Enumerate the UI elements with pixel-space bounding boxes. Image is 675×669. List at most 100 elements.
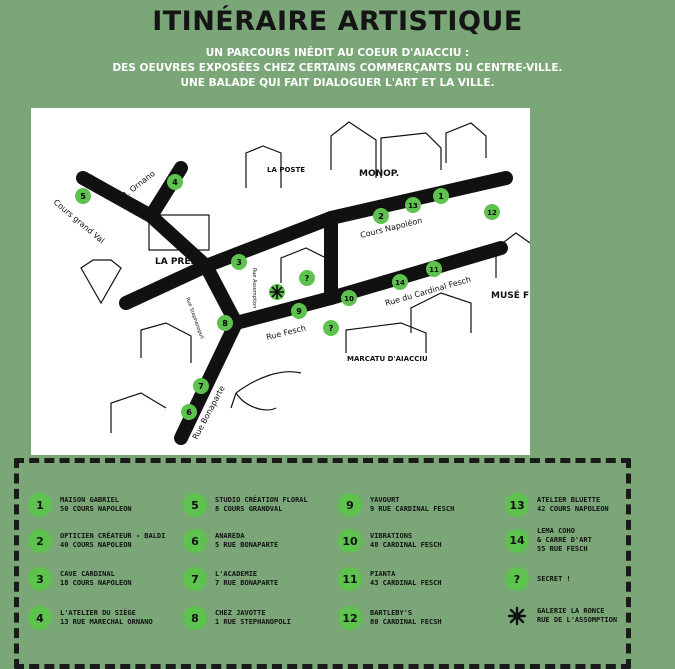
- marker-7[interactable]: 7: [193, 378, 209, 394]
- subtitle-line-1: UN PARCOURS INÉDIT AU COEUR D'AIACCIU :: [205, 47, 470, 59]
- building-row-2: [445, 122, 487, 163]
- building-row: [380, 132, 442, 178]
- svg-text:13: 13: [408, 202, 418, 210]
- legend-name: BARTLEBY'S: [370, 609, 413, 617]
- landmark-la-pref: LA PREF: [155, 257, 197, 267]
- legend-number: 1: [28, 493, 52, 517]
- legend-name: GALERIE LA RONCE: [537, 607, 605, 615]
- legend-frame: [14, 458, 631, 669]
- marker-2[interactable]: 2: [373, 208, 389, 224]
- svg-text:5: 5: [80, 192, 86, 201]
- legend-number: 6: [183, 529, 207, 553]
- building-la-poste: [245, 145, 282, 188]
- subtitle-line-2: DES OEUVRES EXPOSÉES CHEZ CERTAINS COMME…: [112, 62, 563, 74]
- marker-11[interactable]: 11: [426, 261, 442, 277]
- legend-address: 80 CARDINAL FECSH: [370, 618, 442, 626]
- svg-text:4: 4: [172, 178, 178, 187]
- legend-address: 1 RUE STEPHANOPOLI: [215, 618, 291, 626]
- legend-number: 8: [183, 606, 207, 630]
- building-la-pref: [148, 214, 210, 251]
- legend-address: 50 COURS NAPOLEON: [60, 505, 132, 513]
- legend-name: PIANTA: [370, 570, 396, 578]
- building-muse-fesch: [495, 232, 530, 278]
- legend-item-secret[interactable]: ? SECRET !: [505, 567, 571, 591]
- marker-12[interactable]: 12: [484, 204, 500, 220]
- marker-14[interactable]: 14: [392, 274, 408, 290]
- legend-name: VIBRATIONS: [370, 532, 413, 540]
- svg-text:10: 10: [344, 295, 354, 303]
- label-rue-fesch: Rue Fesch: [265, 323, 306, 342]
- legend-name: CHEZ JAVOTTE: [215, 609, 266, 617]
- marker-secret-1[interactable]: ?: [299, 270, 315, 286]
- svg-text:11: 11: [429, 266, 439, 274]
- legend-address: & CARRÉ D'ART: [537, 536, 592, 544]
- marker-galerie-star-icon[interactable]: [269, 284, 285, 300]
- buildings: [80, 121, 530, 433]
- legend-name: L'ACADEMIE: [215, 570, 258, 578]
- map-markers: 5 4 3 2 13 1 12 11 14 10 9 8 7 6 ? ?: [75, 174, 500, 420]
- legend-name: YAVOURT: [370, 496, 400, 504]
- marker-6[interactable]: 6: [181, 404, 197, 420]
- svg-text:12: 12: [487, 209, 497, 217]
- legend-address: 48 CARDINAL FESCH: [370, 541, 442, 549]
- svg-text:14: 14: [395, 279, 405, 287]
- legend-number: 4: [28, 606, 52, 630]
- streets: [76, 161, 513, 445]
- label-cours-grand-val: Cours grand Val: [52, 198, 106, 246]
- marker-4[interactable]: 4: [167, 174, 183, 190]
- legend-name: ANAREDA: [215, 532, 245, 540]
- marker-10[interactable]: 10: [341, 290, 357, 306]
- marker-3[interactable]: 3: [231, 254, 247, 270]
- subtitle: UN PARCOURS INÉDIT AU COEUR D'AIACCIU : …: [0, 46, 675, 91]
- legend-number: 14: [505, 528, 529, 553]
- landmark-monop: MONOP.: [359, 169, 399, 179]
- legend-number: 3: [28, 567, 52, 591]
- city-map: Cours grand Val M. Ornano Cours Napoléon…: [31, 108, 530, 455]
- marker-8[interactable]: 8: [217, 315, 233, 331]
- legend-name: CAVE CARDINAL: [60, 570, 115, 578]
- legend-number: 7: [183, 567, 207, 591]
- svg-text:7: 7: [198, 382, 204, 391]
- legend-number: 12: [338, 606, 362, 630]
- legend-number: 11: [338, 567, 362, 591]
- svg-text:1: 1: [438, 192, 444, 201]
- marker-13[interactable]: 13: [405, 197, 421, 213]
- marker-9[interactable]: 9: [291, 303, 307, 319]
- building-marcatu: [345, 322, 427, 353]
- label-rue-assomption: Rue Assomption: [251, 268, 257, 308]
- svg-text:6: 6: [186, 408, 192, 417]
- marker-1[interactable]: 1: [433, 188, 449, 204]
- building-center: [280, 247, 327, 283]
- legend-address: 43 CARDINAL FESCH: [370, 579, 442, 587]
- building-monop: [330, 121, 377, 178]
- building-bonaparte-2: [110, 392, 167, 433]
- legend-name: OPTICIEN CRÉATEUR - BALDI: [60, 532, 166, 540]
- svg-text:2: 2: [378, 212, 384, 221]
- legend-name: L'ATELIER DU SIÈGE: [60, 609, 136, 617]
- legend-name: SECRET !: [537, 574, 571, 583]
- street-cours-napoleon: [119, 171, 513, 310]
- legend-address: 18 COURS NAPOLEON: [60, 579, 132, 587]
- legend-number: 10: [338, 529, 362, 553]
- palm-drawing: [230, 371, 302, 411]
- subtitle-line-3: UNE BALADE QUI FAIT DIALOGUER L'ART ET L…: [180, 77, 495, 89]
- marker-secret-2[interactable]: ?: [323, 320, 339, 336]
- marker-5[interactable]: 5: [75, 188, 91, 204]
- label-ornano: M. Ornano: [119, 169, 157, 202]
- diamond-drawing: [80, 259, 122, 305]
